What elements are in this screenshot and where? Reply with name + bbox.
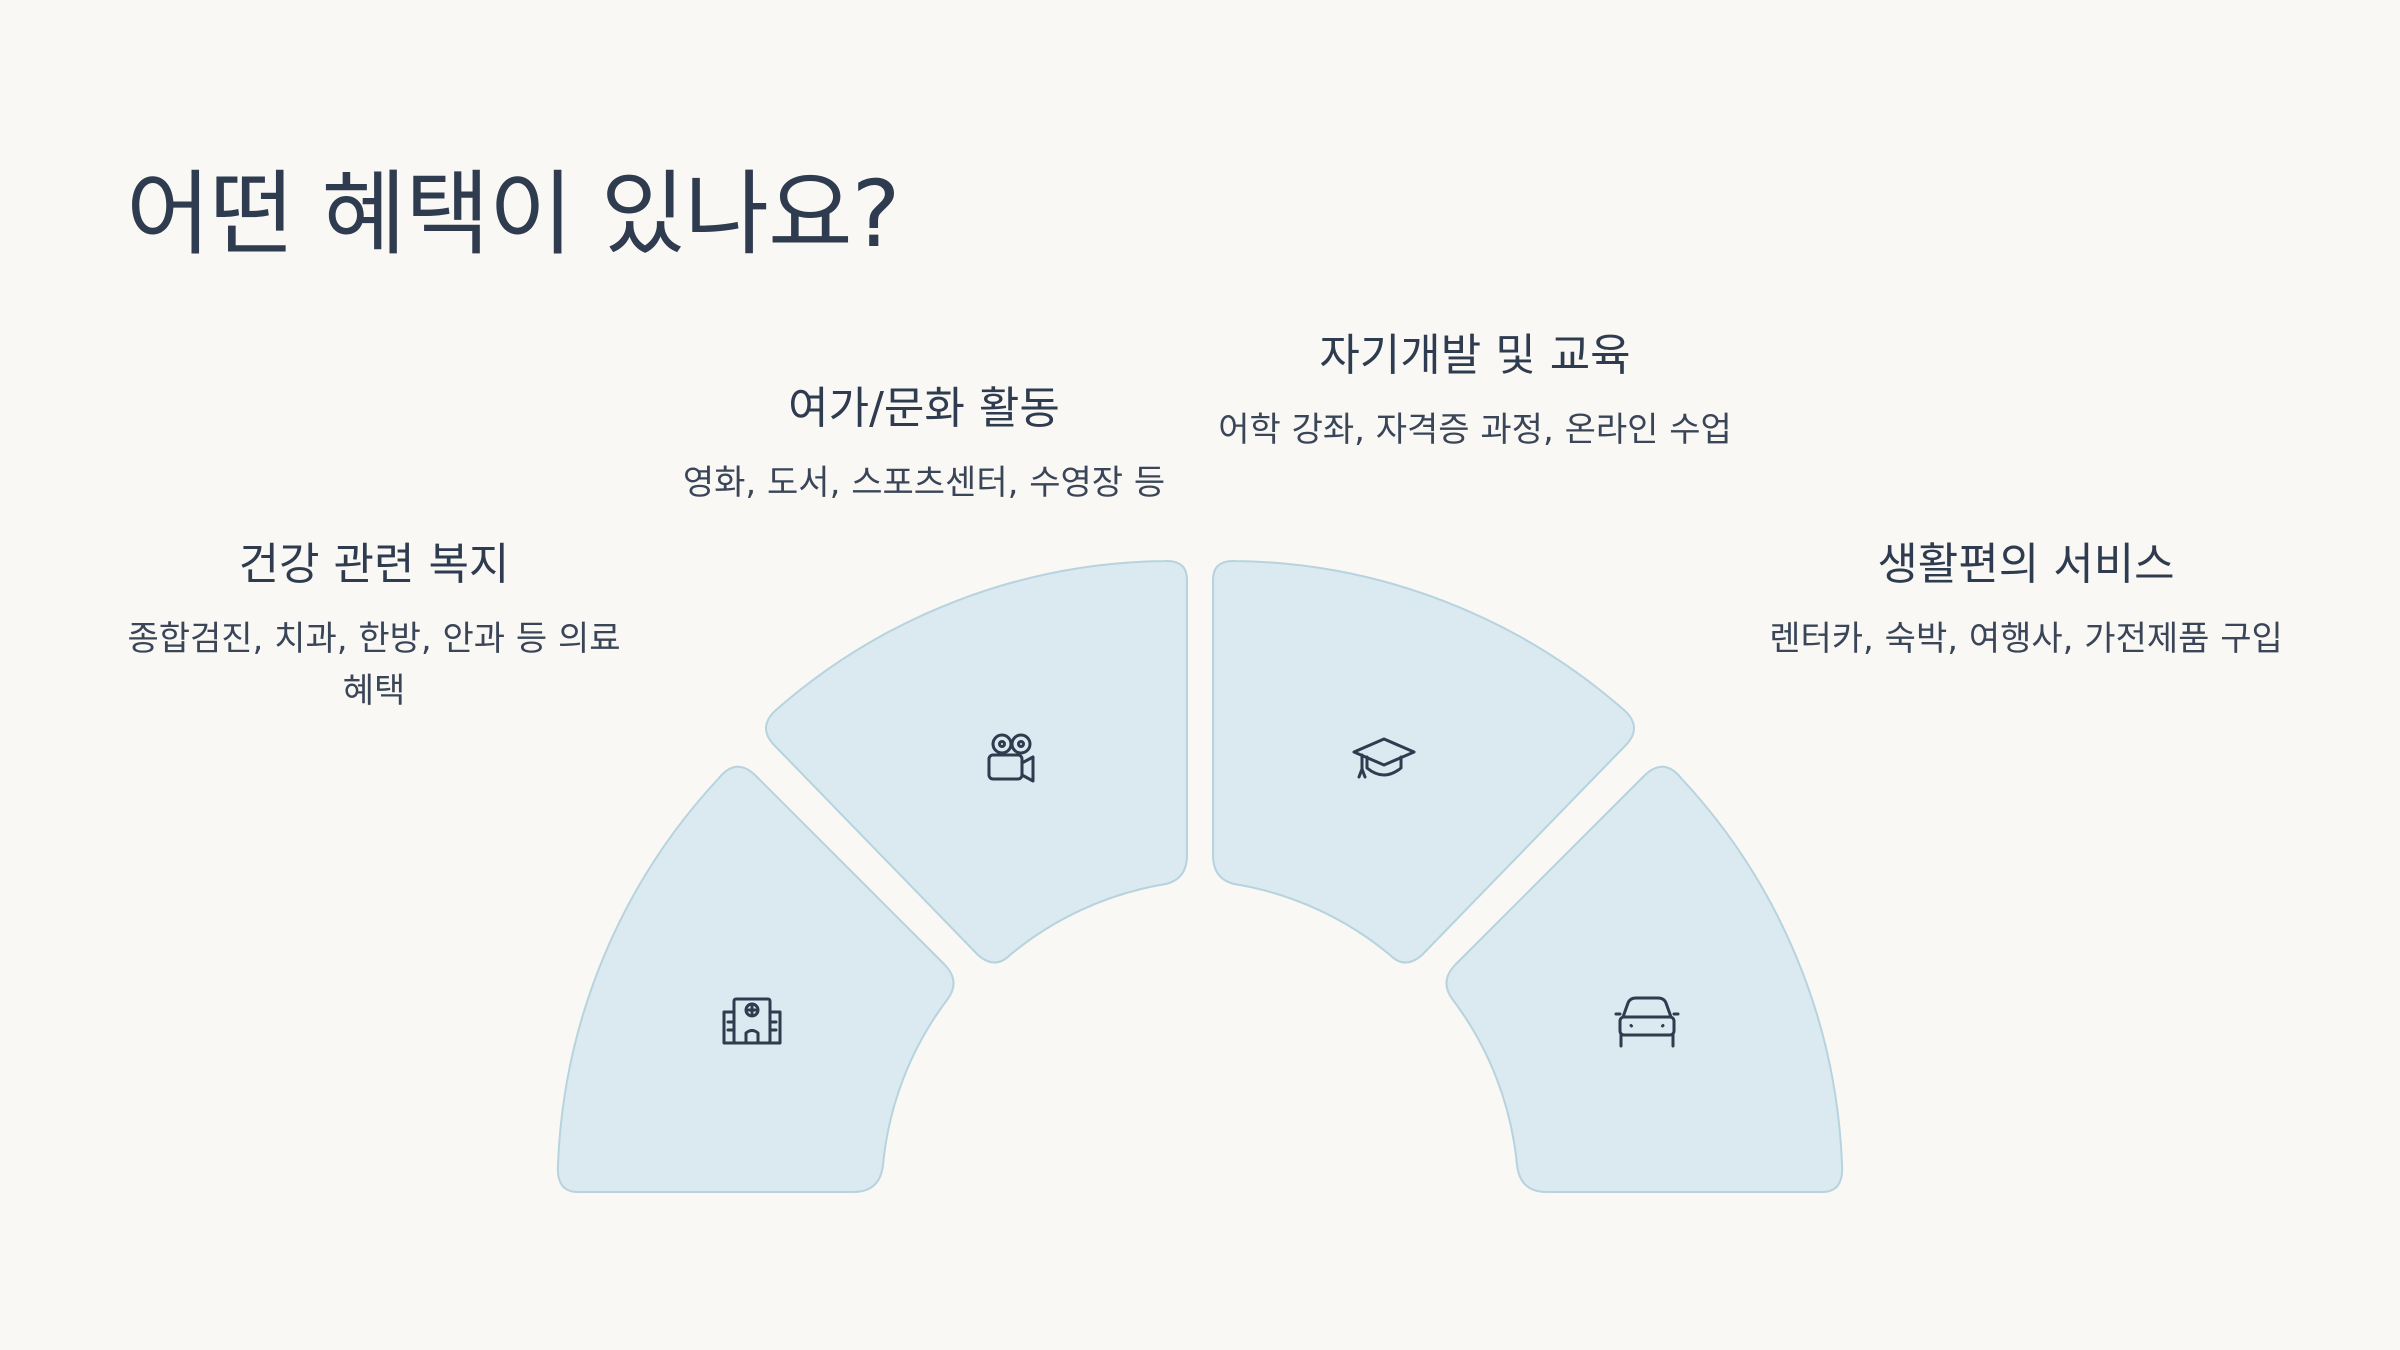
segment-education — [1212, 559, 1635, 964]
benefit-description: 종합검진, 치과, 한방, 안과 등 의료 혜택 — [127, 619, 621, 711]
movie-camera-icon — [987, 733, 1035, 783]
benefit-title: 생활편의 서비스 — [1877, 539, 2175, 590]
benefit-title: 여가/문화 활동 — [788, 383, 1060, 434]
segment-convenience — [1445, 765, 1844, 1193]
benefit-health-label: 건강 관련 복지 종합검진, 치과, 한방, 안과 등 의료 혜택 — [116, 537, 632, 717]
benefit-title: 건강 관련 복지 — [238, 539, 510, 590]
benefit-description: 영화, 도서, 스포츠센터, 수영장 등 — [682, 463, 1166, 503]
graduation-cap-icon — [1352, 737, 1416, 779]
benefit-description: 어학 강좌, 자격증 과정, 온라인 수업 — [1218, 410, 1732, 450]
page-title: 어떤 혜택이 있나요? — [126, 161, 900, 268]
benefit-description: 렌터카, 숙박, 여행사, 가전제품 구입 — [1769, 619, 2283, 659]
benefit-convenience-label: 생활편의 서비스 렌터카, 숙박, 여행사, 가전제품 구입 — [1768, 537, 2284, 665]
car-icon — [1614, 996, 1680, 1048]
benefit-education-label: 자기개발 및 교육 어학 강좌, 자격증 과정, 온라인 수업 — [1216, 328, 1734, 456]
benefit-title: 자기개발 및 교육 — [1319, 330, 1631, 381]
segment-health — [556, 765, 955, 1193]
benefit-leisure-label: 여가/문화 활동 영화, 도서, 스포츠센터, 수영장 등 — [664, 381, 1184, 509]
hospital-icon — [722, 997, 782, 1045]
segment-leisure — [765, 559, 1188, 964]
